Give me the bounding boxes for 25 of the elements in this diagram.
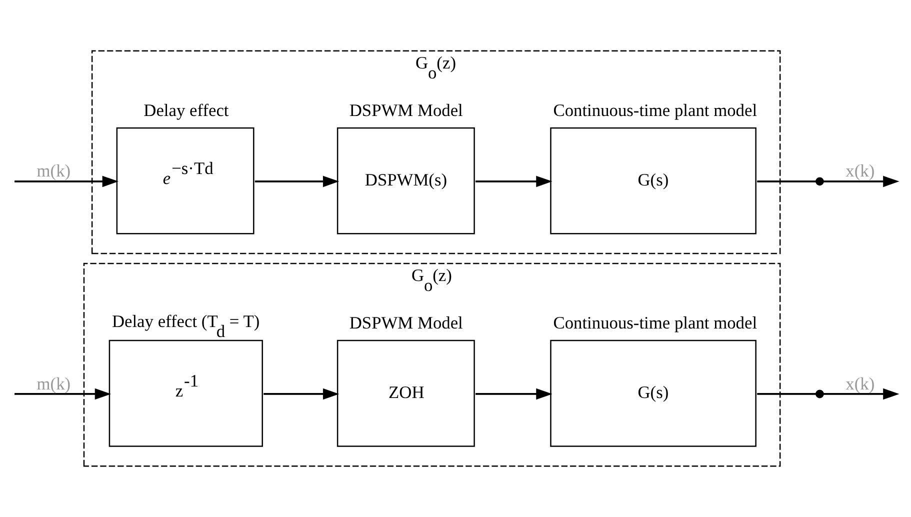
node-label: Continuous-time plant model <box>553 100 758 120</box>
node-label: Continuous-time plant model <box>553 312 758 332</box>
edge-label: x(k) <box>846 160 875 181</box>
node-label: DSPWM Model <box>349 100 463 120</box>
arrow <box>254 176 340 188</box>
node-box: G(s) <box>550 340 756 447</box>
node-label: DSPWM Model <box>349 312 463 332</box>
connector <box>757 393 816 395</box>
node-box: G(s) <box>550 127 756 234</box>
edge-label: m(k) <box>36 160 71 181</box>
arrow <box>14 388 112 400</box>
node-switch <box>816 390 824 398</box>
arrow <box>476 388 552 400</box>
node-box: ZOH <box>336 340 475 447</box>
arrow <box>264 388 340 400</box>
arrow <box>476 176 552 188</box>
node-switch <box>816 177 824 186</box>
connector <box>757 180 816 182</box>
arrow <box>823 176 900 188</box>
edge-label: x(k) <box>846 373 875 394</box>
node-label: Delay effect <box>144 100 229 120</box>
arrow <box>823 388 900 400</box>
edge-label: m(k) <box>36 373 71 394</box>
node-box: DSPWM(s) <box>336 127 475 234</box>
arrow <box>14 176 118 188</box>
